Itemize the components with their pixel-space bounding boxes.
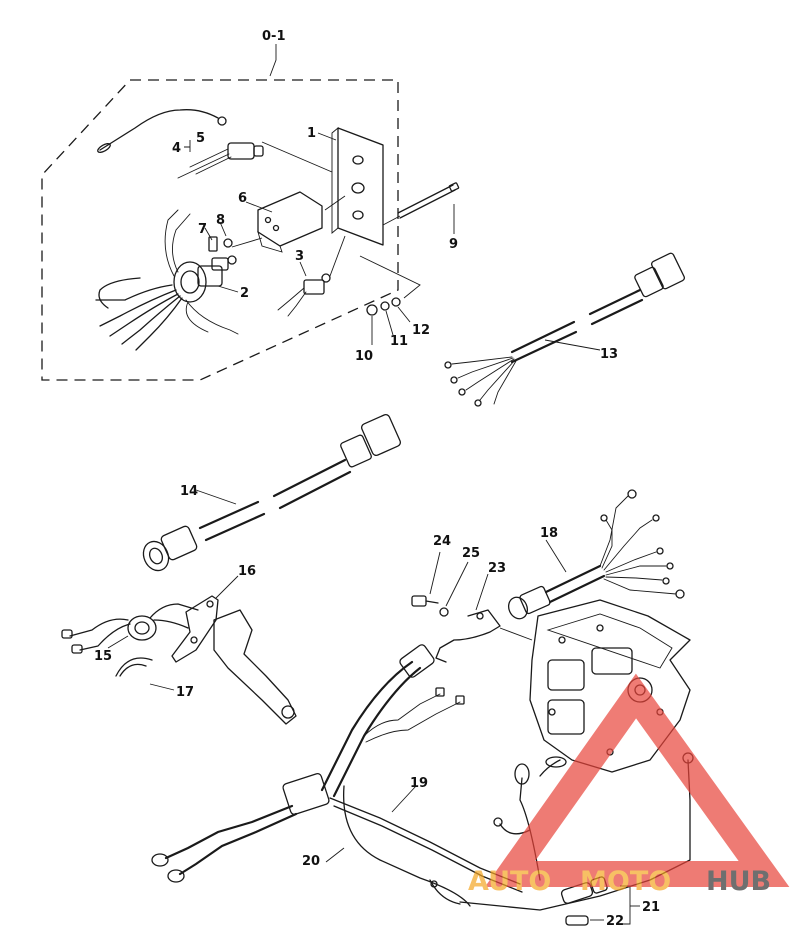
label-22: 22 — [606, 914, 624, 929]
label-1: 1 — [307, 126, 316, 141]
label-5: 5 — [196, 131, 205, 146]
part-18-engine-harness — [507, 489, 685, 620]
part-9-bolt — [382, 182, 460, 234]
label-23: 23 — [488, 561, 506, 576]
assembly-group-0-1: 0-1 — [41, 29, 399, 381]
label-9: 9 — [449, 237, 458, 252]
label-10: 10 — [355, 349, 373, 364]
label-19: 19 — [410, 776, 428, 791]
part-1-mounting-plate — [261, 127, 384, 246]
label-2: 2 — [240, 286, 249, 301]
part-23-24-25-fasteners — [411, 551, 533, 663]
watermark-text-b: MOTO — [580, 866, 671, 897]
watermark-triangle-icon — [484, 673, 790, 887]
part-4-5-switch — [97, 109, 264, 179]
label-24: 24 — [433, 534, 451, 549]
label-15: 15 — [94, 649, 112, 664]
watermark-text-c: HUB — [706, 866, 771, 897]
part-2-ignition-switch — [95, 209, 239, 351]
label-21: 21 — [642, 900, 660, 915]
label-7: 7 — [198, 222, 207, 237]
label-4: 4 — [172, 141, 181, 156]
part-15-16-17-components — [61, 575, 297, 725]
part-10-11-12-hardware — [359, 255, 421, 345]
label-12: 12 — [412, 323, 430, 338]
label-13: 13 — [600, 347, 618, 362]
label-20: 20 — [302, 854, 320, 869]
label-8: 8 — [216, 213, 225, 228]
part-13-extension-harness — [444, 252, 685, 407]
label-17: 17 — [176, 685, 194, 700]
watermark-text-a: AUTO — [468, 866, 551, 897]
label-6: 6 — [238, 191, 247, 206]
part-14-main-cable — [142, 413, 401, 572]
part-3-relay — [277, 235, 346, 317]
label-3: 3 — [295, 249, 304, 264]
label-18: 18 — [540, 526, 558, 541]
label-14: 14 — [180, 484, 198, 499]
part-number-labels: 1 2 3 4 5 6 7 8 9 10 11 12 13 14 15 16 1… — [94, 126, 660, 929]
label-group-0-1: 0-1 — [262, 29, 286, 44]
part-6-bracket — [245, 191, 323, 253]
label-16: 16 — [238, 564, 256, 579]
label-11: 11 — [390, 334, 408, 349]
watermark-logo: AUTO MOTO HUB — [468, 673, 790, 897]
label-25: 25 — [462, 546, 480, 561]
part-7-8-screw-washer — [204, 221, 263, 252]
